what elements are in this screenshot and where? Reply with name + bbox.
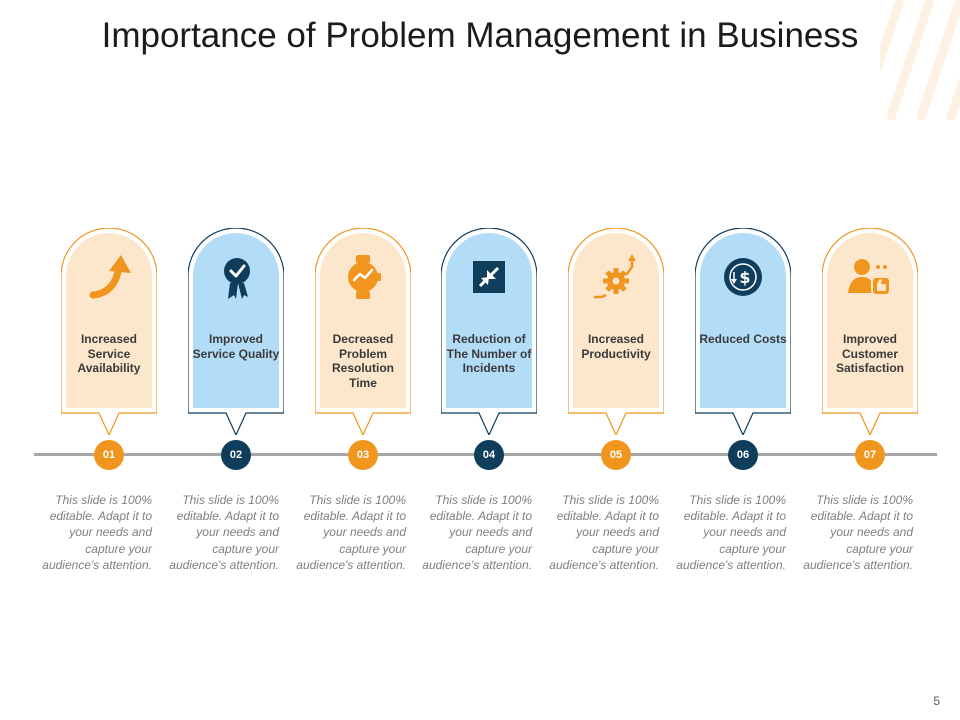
card-04: Reduction of The Number of Incidents xyxy=(441,228,537,435)
step-description: This slide is 100% editable. Adapt it to… xyxy=(422,493,532,572)
step-description: This slide is 100% editable. Adapt it to… xyxy=(549,493,659,572)
card-07: Improved Customer Satisfaction xyxy=(822,228,918,435)
card-06: $ Reduced Costs xyxy=(695,228,791,435)
curved-arrow-up-icon xyxy=(89,255,131,299)
step-description: This slide is 100% editable. Adapt it to… xyxy=(676,493,786,572)
card-label: Improved Service Quality xyxy=(192,332,280,361)
card-label: Increased Service Availability xyxy=(77,332,141,375)
step-number-badge: 06 xyxy=(728,440,758,470)
customer-thumbs-up-icon xyxy=(848,259,891,296)
card-label: Increased Productivity xyxy=(581,332,651,361)
card-label: Improved Customer Satisfaction xyxy=(835,332,904,375)
card-label: Decreased Problem Resolution Time xyxy=(332,332,394,390)
step-number-badge: 04 xyxy=(474,440,504,470)
card-03: Decreased Problem Resolution Time xyxy=(315,228,411,435)
card-05: Increased Productivity xyxy=(568,228,664,435)
quality-badge-icon xyxy=(224,258,250,299)
step-number-badge: 03 xyxy=(348,440,378,470)
step-number-badge: 01 xyxy=(94,440,124,470)
slide-title: Importance of Problem Management in Busi… xyxy=(101,16,859,55)
step-description: This slide is 100% editable. Adapt it to… xyxy=(42,493,152,572)
page-number: 5 xyxy=(933,694,940,708)
card-02: Improved Service Quality xyxy=(188,228,284,435)
step-description: This slide is 100% editable. Adapt it to… xyxy=(169,493,279,572)
dollar-coin-icon: $ xyxy=(724,258,762,296)
svg-text:$: $ xyxy=(739,268,750,287)
step-number-badge: 07 xyxy=(855,440,885,470)
step-description: This slide is 100% editable. Adapt it to… xyxy=(803,493,913,572)
gear-growth-icon xyxy=(594,254,636,299)
minimize-arrows-icon xyxy=(473,261,505,293)
step-number-badge: 05 xyxy=(601,440,631,470)
corner-stripes-decoration xyxy=(880,0,960,120)
smartwatch-icon xyxy=(348,255,381,299)
card-label: Reduced Costs xyxy=(699,332,787,346)
card-label: Reduction of The Number of Incidents xyxy=(446,332,532,375)
step-number-badge: 02 xyxy=(221,440,251,470)
card-01: Increased Service Availability xyxy=(61,228,157,435)
step-description: This slide is 100% editable. Adapt it to… xyxy=(296,493,406,572)
